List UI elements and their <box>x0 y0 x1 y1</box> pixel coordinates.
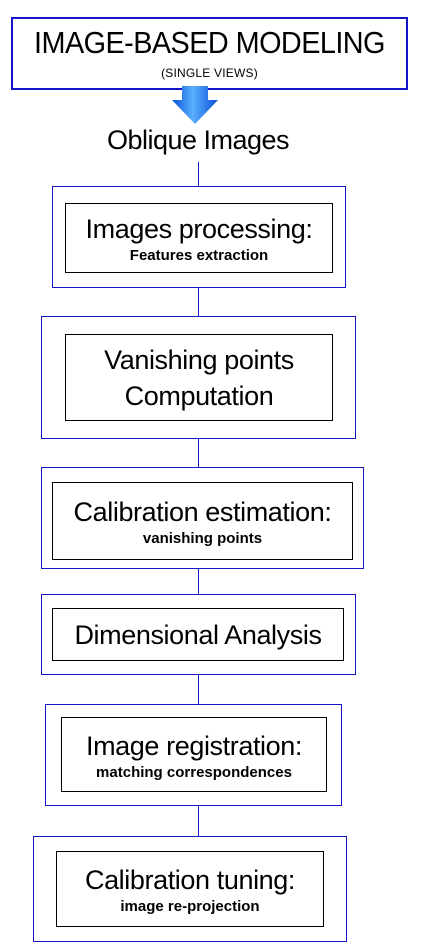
step-calibration-estimation: Calibration estimation: vanishing points <box>41 467 364 569</box>
connector-line <box>198 162 199 186</box>
connector-line <box>198 438 199 467</box>
step-vanishing-points: Vanishing points Computation <box>41 316 356 439</box>
connector-line <box>198 806 199 836</box>
diagram-title: IMAGE-BASED MODELING <box>34 25 385 60</box>
step-inner-box: Dimensional Analysis <box>52 608 344 661</box>
connector-line <box>198 568 199 594</box>
step-subtitle: image re-projection <box>120 898 260 915</box>
step-inner-box: Vanishing points Computation <box>65 334 333 421</box>
step-title: Image registration: <box>85 730 302 761</box>
step-images-processing: Images processing: Features extraction <box>52 186 346 288</box>
down-arrow-icon <box>172 86 218 124</box>
connector-line <box>198 287 199 316</box>
step-image-registration: Image registration: matching corresponde… <box>45 704 342 806</box>
step-title: Images processing: <box>85 214 313 244</box>
step-title-line2: Computation <box>124 380 274 411</box>
step-calibration-tuning: Calibration tuning: image re-projection <box>33 836 347 942</box>
step-inner-box: Calibration estimation: vanishing points <box>52 482 353 560</box>
step-inner-box: Image registration: matching corresponde… <box>61 717 327 792</box>
step-subtitle: matching correspondences <box>96 763 292 781</box>
title-box: IMAGE-BASED MODELING (SINGLE VIEWS) <box>11 17 408 90</box>
step-dimensional-analysis: Dimensional Analysis <box>41 594 356 675</box>
connector-line <box>198 674 199 704</box>
step-title-line1: Vanishing points <box>104 344 294 375</box>
input-label: Oblique Images <box>106 125 290 155</box>
step-title: Calibration estimation: <box>73 497 332 527</box>
step-title: Dimensional Analysis <box>74 619 322 650</box>
step-subtitle: vanishing points <box>142 530 263 547</box>
step-inner-box: Images processing: Features extraction <box>65 203 333 273</box>
step-title: Calibration tuning: <box>84 865 296 895</box>
step-inner-box: Calibration tuning: image re-projection <box>56 851 324 927</box>
step-subtitle: Features extraction <box>129 247 269 264</box>
diagram-subtitle: (SINGLE VIEWS) <box>161 66 258 80</box>
